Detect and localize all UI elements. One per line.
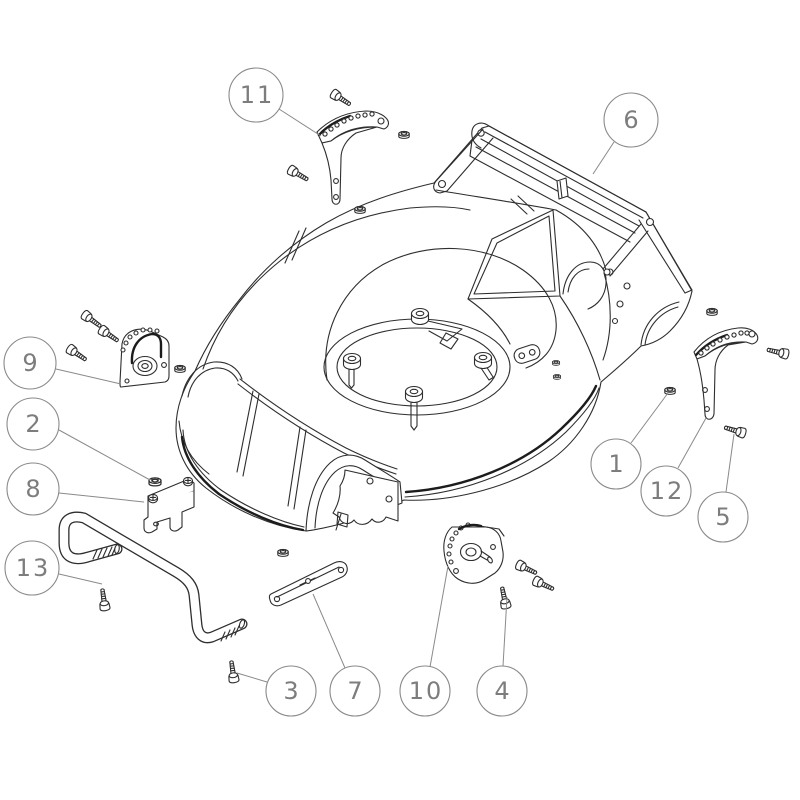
callout-circle[interactable] xyxy=(329,665,381,717)
callout-balloons: 11 6 9 2 8 13 3 7 10 4 1 12 5 xyxy=(3,67,749,717)
callout-circle[interactable] xyxy=(590,438,642,490)
leader-line xyxy=(55,368,122,385)
height-adjuster-front xyxy=(443,522,505,584)
deck-nut xyxy=(551,360,561,366)
callout-10[interactable]: 10 xyxy=(399,565,451,717)
handle-bracket-left xyxy=(316,110,389,205)
deck-body xyxy=(175,125,693,532)
deck-boss xyxy=(410,307,430,326)
callout-circle[interactable] xyxy=(603,92,659,148)
callout-11[interactable]: 11 xyxy=(228,67,322,137)
callout-circle[interactable] xyxy=(697,491,749,543)
deck-boss xyxy=(342,352,362,371)
callout-circle[interactable] xyxy=(265,665,317,717)
callout-1[interactable]: 1 xyxy=(590,392,669,490)
leader-line xyxy=(58,492,145,503)
leader-line xyxy=(236,672,268,683)
leader-line xyxy=(58,573,103,585)
callout-number: 8 xyxy=(25,475,42,503)
callout-circle[interactable] xyxy=(640,465,692,517)
callout-12[interactable]: 12 xyxy=(640,417,707,517)
leader-line xyxy=(677,417,707,469)
callout-5[interactable]: 5 xyxy=(697,433,749,543)
callout-7[interactable]: 7 xyxy=(312,593,381,717)
callout-circle[interactable] xyxy=(4,540,60,596)
callout-number: 5 xyxy=(715,503,732,531)
height-adjuster-left xyxy=(119,327,170,388)
leader-line xyxy=(725,433,735,493)
callout-circle[interactable] xyxy=(6,397,60,451)
callout-number: 3 xyxy=(283,677,300,705)
callout-circle[interactable] xyxy=(3,336,57,390)
callout-number: 10 xyxy=(409,677,444,705)
rear-handle-mount-rail xyxy=(433,122,693,294)
callout-number: 7 xyxy=(347,677,364,705)
leader-line xyxy=(278,108,322,137)
callout-number: 4 xyxy=(494,677,511,705)
callout-8[interactable]: 8 xyxy=(6,462,145,516)
lower-handle-bar xyxy=(58,511,248,644)
callout-number: 12 xyxy=(650,477,685,505)
leader-line xyxy=(58,429,151,481)
callout-number: 1 xyxy=(608,450,625,478)
callout-3[interactable]: 3 xyxy=(236,665,317,717)
callout-9[interactable]: 9 xyxy=(3,336,122,390)
deck-nut xyxy=(552,374,562,380)
callout-number: 13 xyxy=(16,554,51,582)
callout-circle[interactable] xyxy=(228,67,284,123)
leader-line xyxy=(630,392,669,444)
callout-number: 6 xyxy=(623,106,640,134)
deck-oval-boss xyxy=(513,344,541,364)
deck-boss xyxy=(473,351,493,370)
leader-line xyxy=(592,141,615,175)
leader-line xyxy=(429,565,449,668)
leader-line xyxy=(502,596,508,667)
callout-13[interactable]: 13 xyxy=(4,540,103,596)
callout-circle[interactable] xyxy=(476,665,528,717)
callout-circle[interactable] xyxy=(6,462,60,516)
leader-line xyxy=(312,593,346,669)
mounting-bracket xyxy=(143,476,195,534)
handle-bracket-right xyxy=(693,327,759,420)
front-strap-bracket xyxy=(268,561,348,607)
callout-4[interactable]: 4 xyxy=(476,596,528,717)
callout-number: 11 xyxy=(240,81,275,109)
callout-number: 9 xyxy=(22,349,39,377)
callout-2[interactable]: 2 xyxy=(6,397,151,481)
callout-circle[interactable] xyxy=(399,665,451,717)
callout-6[interactable]: 6 xyxy=(592,92,659,175)
callout-number: 2 xyxy=(25,410,42,438)
deck-boss xyxy=(404,385,424,404)
